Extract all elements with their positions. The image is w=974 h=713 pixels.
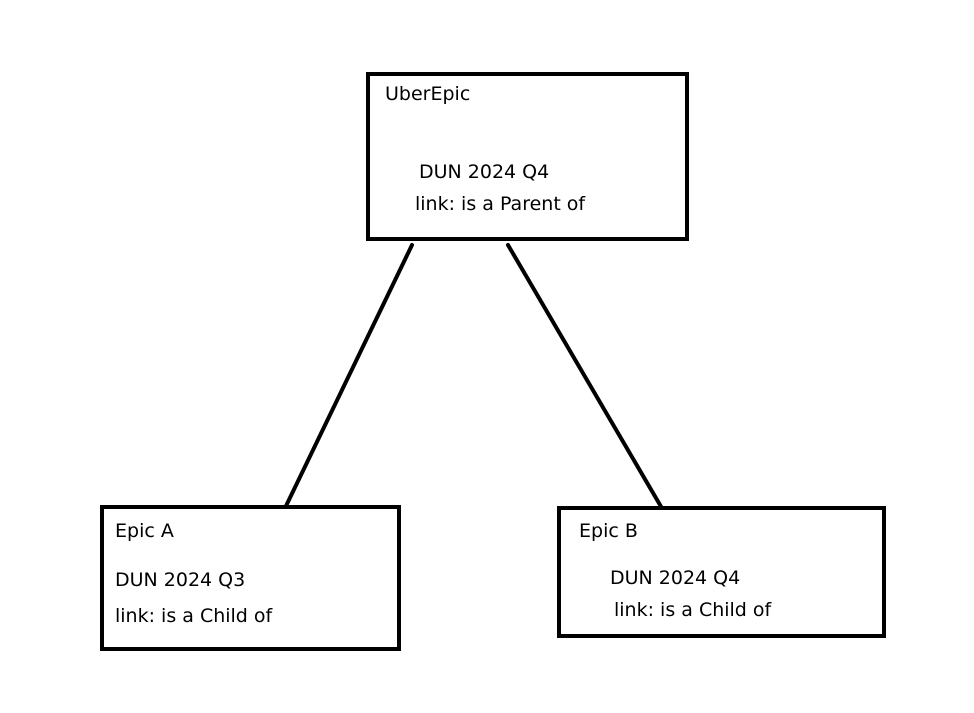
node-release: DUN 2024 Q3: [115, 569, 246, 591]
node-title: Epic A: [115, 520, 174, 542]
node-link-type: link: is a Child of: [115, 605, 273, 627]
edge-uber-to-epic-b: [506, 243, 665, 512]
node-uber-epic: UberEpic DUN 2024 Q4 link: is a Parent o…: [366, 72, 689, 241]
node-release: DUN 2024 Q4: [419, 161, 550, 183]
node-title: Epic B: [579, 520, 638, 542]
node-epic-b: Epic B DUN 2024 Q4 link: is a Child of: [557, 506, 886, 638]
node-release: DUN 2024 Q4: [610, 567, 741, 589]
edge-uber-to-epic-a: [284, 243, 414, 508]
node-title: UberEpic: [385, 83, 471, 105]
node-link-type: link: is a Child of: [614, 599, 772, 621]
node-epic-a: Epic A DUN 2024 Q3 link: is a Child of: [100, 505, 401, 651]
node-link-type: link: is a Parent of: [415, 193, 586, 215]
